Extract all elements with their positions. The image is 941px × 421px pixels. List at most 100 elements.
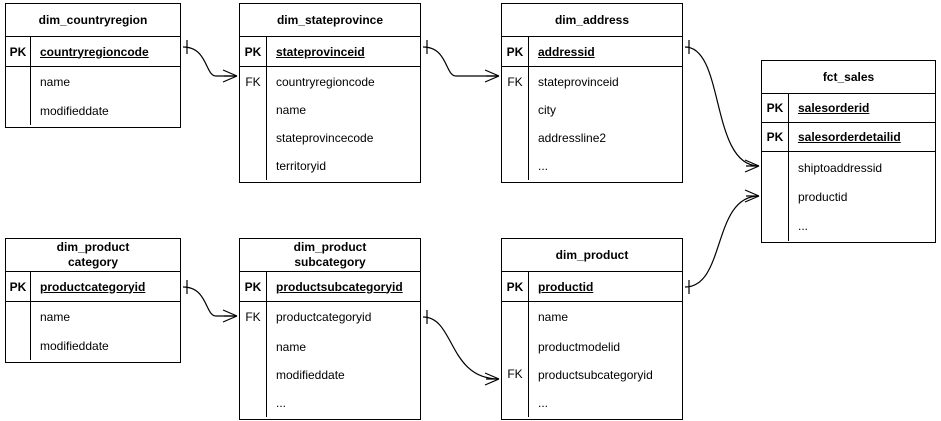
key-label: PK — [502, 272, 529, 301]
attribute-row[interactable]: productcategoryid — [276, 310, 372, 324]
key-label: PK — [6, 272, 31, 301]
entity-title: fct_sales — [762, 61, 935, 94]
attribute-row[interactable]: name — [276, 339, 307, 354]
attribute-row[interactable]: modifieddate — [40, 338, 109, 353]
attribute-row[interactable]: addressline2 — [538, 131, 607, 145]
entity-dim-productcategory[interactable]: dim_product category PK productcategoryi… — [5, 238, 181, 363]
entity-body: PK productcategoryid name modifieddate — [6, 272, 180, 360]
entity-fct-sales[interactable]: fct_sales PK salesorderid PK salesorderd… — [761, 60, 936, 243]
attribute-row[interactable]: stateprovincecode — [276, 131, 374, 145]
key-column: FK — [502, 67, 529, 180]
entity-title: dim_product — [502, 239, 682, 272]
attribute-list: salesorderid — [789, 94, 935, 122]
entity-title: dim_product subcategory — [240, 239, 420, 272]
attribute-row[interactable]: productid — [798, 190, 848, 204]
attribute-group: shiptoaddressid productid ... — [762, 152, 935, 241]
attribute-group-pk: PK productid — [502, 272, 682, 302]
relationship-address-fctsales — [684, 40, 760, 173]
attribute-group-pk: PK countryregioncode — [6, 37, 180, 67]
key-column: FK — [502, 302, 529, 417]
attribute-row[interactable]: name — [40, 74, 71, 89]
entity-title: dim_stateprovince — [240, 4, 420, 37]
key-label: FK — [245, 74, 261, 89]
attribute-row[interactable]: countryregioncode — [276, 74, 375, 89]
key-label — [6, 67, 31, 125]
key-label: FK — [507, 367, 523, 381]
attribute-list: countryregioncode — [31, 37, 180, 66]
entity-body: PK stateprovinceid FK countryregioncode … — [240, 37, 420, 180]
attribute-row[interactable]: addressid — [538, 44, 595, 59]
attribute-row[interactable]: shiptoaddressid — [798, 160, 883, 175]
key-label: PK — [6, 37, 31, 66]
attribute-group-fk: FK stateprovinceid city addressline2 ... — [502, 67, 682, 180]
attribute-group: name modifieddate — [6, 302, 180, 360]
attribute-row[interactable]: territoryid — [276, 159, 327, 173]
entity-body: PK productid FK name productmodelid prod… — [502, 272, 682, 417]
attribute-row[interactable]: productsubcategoryid — [538, 368, 653, 382]
attribute-row[interactable]: name — [40, 309, 71, 324]
attribute-list: salesorderdetailid — [789, 123, 935, 151]
key-label: PK — [762, 94, 789, 122]
attribute-group-pk: PK productcategoryid — [6, 272, 180, 302]
key-label — [762, 152, 789, 241]
entity-body: PK countryregioncode name modifieddate — [6, 37, 180, 125]
entity-body: PK productsubcategoryid FK productcatego… — [240, 272, 420, 417]
key-column: FK — [240, 302, 267, 417]
entity-title: dim_address — [502, 4, 682, 37]
entity-dim-address[interactable]: dim_address PK addressid FK stateprovinc… — [501, 3, 683, 183]
attribute-row[interactable]: countryregioncode — [40, 44, 149, 59]
key-column: FK — [240, 67, 267, 180]
attribute-row[interactable]: name — [538, 310, 569, 324]
attribute-group-pk: PK stateprovinceid — [240, 37, 420, 67]
attribute-row[interactable]: city — [538, 103, 556, 117]
attribute-row[interactable]: productmodelid — [538, 339, 621, 354]
entity-dim-product[interactable]: dim_product PK productid FK name product… — [501, 238, 683, 420]
key-label: PK — [240, 272, 267, 301]
attribute-group-fk: FK countryregioncode name stateprovincec… — [240, 67, 420, 180]
attribute-row[interactable]: stateprovinceid — [538, 74, 619, 89]
attribute-group-pk: PK addressid — [502, 37, 682, 67]
attribute-list: addressid — [529, 37, 682, 66]
attribute-list: stateprovinceid city addressline2 ... — [529, 67, 682, 180]
attribute-group-pk: PK productsubcategoryid — [240, 272, 420, 302]
relationship-prodcategory-prodsubcat — [182, 280, 238, 323]
attribute-row[interactable]: productid — [538, 279, 594, 294]
attribute-list: productsubcategoryid — [267, 272, 420, 301]
attribute-list: name modifieddate — [31, 67, 180, 125]
attribute-row[interactable]: name — [276, 103, 307, 117]
key-label — [6, 302, 31, 360]
entity-title: dim_product category — [6, 239, 180, 272]
key-label: PK — [502, 37, 529, 66]
entity-body: PK addressid FK stateprovinceid city add… — [502, 37, 682, 180]
attribute-row[interactable]: productcategoryid — [40, 279, 146, 294]
entity-dim-productsubcategory[interactable]: dim_product subcategory PK productsubcat… — [239, 238, 421, 420]
entity-body: PK salesorderid PK salesorderdetailid sh… — [762, 94, 935, 241]
attribute-group-pk: PK salesorderdetailid — [762, 123, 935, 152]
attribute-row[interactable]: productsubcategoryid — [276, 279, 403, 294]
key-label: PK — [762, 123, 789, 151]
entity-dim-stateprovince[interactable]: dim_stateprovince PK stateprovinceid FK … — [239, 3, 421, 183]
attribute-list: name modifieddate — [31, 302, 180, 360]
relationship-product-fctsales — [684, 189, 760, 294]
attribute-list: productcategoryid — [31, 272, 180, 301]
entity-dim-countryregion[interactable]: dim_countryregion PK countryregioncode n… — [5, 3, 181, 128]
attribute-row[interactable]: modifieddate — [40, 103, 109, 118]
attribute-list: productid — [529, 272, 682, 301]
attribute-row[interactable]: ... — [538, 396, 549, 410]
attribute-row[interactable]: ... — [798, 219, 809, 233]
attribute-row[interactable]: ... — [276, 396, 287, 410]
attribute-group: name modifieddate — [6, 67, 180, 125]
key-label: FK — [245, 310, 261, 324]
attribute-row[interactable]: salesorderdetailid — [798, 130, 901, 144]
attribute-group-fk: FK name productmodelid productsubcategor… — [502, 302, 682, 417]
attribute-group-pk: PK salesorderid — [762, 94, 935, 123]
relationship-prodsubcat-product — [422, 310, 500, 386]
attribute-list: countryregioncode name stateprovincecode… — [267, 67, 420, 180]
attribute-row[interactable]: salesorderid — [798, 101, 870, 115]
attribute-row[interactable]: stateprovinceid — [276, 44, 365, 59]
attribute-row[interactable]: ... — [538, 159, 549, 173]
attribute-row[interactable]: modifieddate — [276, 368, 345, 382]
key-label: FK — [507, 74, 523, 89]
attribute-list: name productmodelid productsubcategoryid… — [529, 302, 682, 417]
